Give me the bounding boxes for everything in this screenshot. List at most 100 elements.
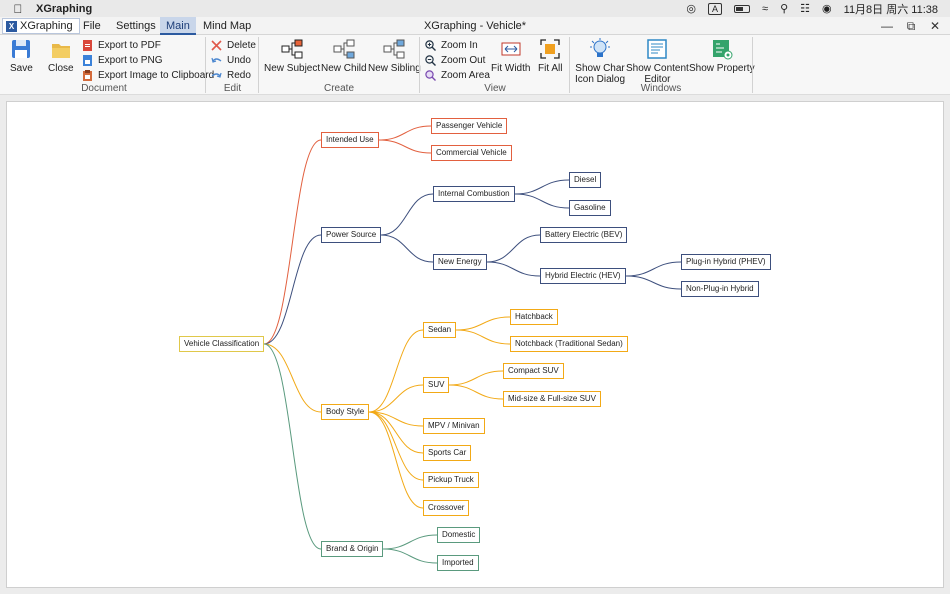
mind-node-compact-suv[interactable]: Compact SUV — [503, 363, 564, 379]
show-content-editor-button[interactable]: Show Content Editor — [626, 38, 689, 85]
connector-power-source-to-new-energy — [380, 234, 434, 263]
mind-node-passenger-vehicle[interactable]: Passenger Vehicle — [431, 118, 508, 134]
mind-node-body-style[interactable]: Body Style — [321, 404, 370, 420]
save-button[interactable]: Save — [10, 38, 33, 74]
save-label: Save — [10, 63, 33, 74]
new-child-button[interactable]: New Child — [321, 38, 367, 74]
connector-body-style-to-pickup-truck — [368, 411, 424, 481]
mind-node-new-energy[interactable]: New Energy — [433, 254, 487, 270]
airdrop-icon[interactable]: ◎ — [686, 3, 697, 15]
property-icon — [711, 38, 733, 60]
connector-body-style-to-suv — [368, 384, 424, 413]
connector-intended-use-to-commercial-vehicle — [378, 139, 432, 154]
mind-node-commercial-vehicle[interactable]: Commercial Vehicle — [431, 145, 512, 161]
mind-node-non-plug-in-hybrid[interactable]: Non-Plug-in Hybrid — [681, 281, 759, 297]
fit-width-label: Fit Width — [491, 63, 531, 74]
export-clipboard-label: Export Image to Clipboard — [98, 69, 215, 81]
delete-icon — [211, 39, 222, 51]
tab-file[interactable]: File — [83, 20, 101, 32]
show-property-label: Show Property — [689, 63, 755, 74]
new-sibling-button[interactable]: New Sibling — [368, 38, 421, 74]
show-content-label-line2: Editor — [644, 74, 671, 85]
group-label-document: Document — [81, 83, 127, 94]
new-child-label: New Child — [321, 63, 367, 74]
input-method-icon[interactable]: A — [708, 2, 723, 15]
minimize-icon[interactable]: — — [881, 19, 893, 33]
wifi-icon[interactable]: ≈ — [762, 2, 769, 15]
png-icon — [82, 54, 93, 66]
fit-all-button[interactable]: Fit All — [538, 38, 562, 74]
close-button[interactable]: Close — [48, 38, 74, 74]
mind-node-mpv-minivan[interactable]: MPV / Minivan — [423, 418, 485, 434]
connector-body-style-to-crossover — [368, 411, 424, 509]
zoom-out-button[interactable]: Zoom Out — [425, 53, 485, 67]
siri-icon[interactable]: ◉ — [822, 3, 832, 15]
delete-button[interactable]: Delete — [211, 38, 256, 52]
mind-node-crossover[interactable]: Crossover — [423, 500, 470, 516]
export-png-button[interactable]: Export to PNG — [82, 53, 162, 67]
ribbon-toolbar: Save Close Export to PDF Export to PNG E… — [0, 35, 950, 95]
mind-node-intended-use[interactable]: Intended Use — [321, 132, 379, 148]
connector-suv-to-midsize-suv — [448, 384, 504, 400]
connector-suv-to-compact-suv — [448, 370, 504, 386]
mind-node-root[interactable]: Vehicle Classification — [179, 336, 265, 352]
close-window-icon[interactable]: ✕ — [929, 19, 941, 33]
restore-icon[interactable]: ⧉ — [906, 19, 916, 33]
mind-node-notchback[interactable]: Notchback (Traditional Sedan) — [510, 336, 628, 352]
app-menu-tab[interactable]: X XGraphing — [2, 18, 80, 34]
mind-node-diesel[interactable]: Diesel — [569, 172, 602, 188]
mind-node-pickup-truck[interactable]: Pickup Truck — [423, 472, 479, 488]
ribbon-divider — [569, 37, 570, 93]
tab-settings[interactable]: Settings — [116, 20, 156, 32]
spotlight-search-icon[interactable]: ⚲ — [780, 3, 789, 15]
battery-icon[interactable] — [734, 4, 751, 13]
mind-node-sports-car[interactable]: Sports Car — [423, 445, 472, 461]
group-label-create: Create — [323, 83, 354, 94]
menubar-clock[interactable]: 11月8日 周六 11:38 — [843, 3, 938, 16]
mind-node-imported[interactable]: Imported — [437, 555, 479, 571]
connector-body-style-to-sedan — [368, 329, 424, 413]
group-label-windows: Windows — [640, 83, 682, 94]
menubar-app-name[interactable]: XGraphing — [36, 2, 93, 15]
export-pdf-button[interactable]: Export to PDF — [82, 38, 161, 52]
mind-node-domestic[interactable]: Domestic — [437, 527, 481, 543]
mind-node-hatchback[interactable]: Hatchback — [510, 309, 558, 325]
mind-node-plug-in-hybrid[interactable]: Plug-in Hybrid (PHEV) — [681, 254, 771, 270]
mind-node-sedan[interactable]: Sedan — [423, 322, 457, 338]
mind-node-brand-origin[interactable]: Brand & Origin — [321, 541, 384, 557]
close-label: Close — [48, 63, 74, 74]
mind-node-gasoline[interactable]: Gasoline — [569, 200, 611, 216]
zoom-area-label: Zoom Area — [441, 69, 490, 81]
fit-width-button[interactable]: Fit Width — [491, 38, 530, 74]
new-subject-button[interactable]: New Subject — [264, 38, 320, 74]
tab-mind-map[interactable]: Mind Map — [203, 20, 252, 32]
zoom-in-icon — [425, 39, 436, 51]
zoom-area-button[interactable]: Zoom Area — [425, 68, 490, 82]
mind-node-midsize-suv[interactable]: Mid-size & Full-size SUV — [503, 391, 602, 407]
tab-main[interactable]: Main — [160, 17, 196, 35]
export-clipboard-button[interactable]: Export Image to Clipboard — [82, 68, 214, 82]
mind-node-battery-electric[interactable]: Battery Electric (BEV) — [540, 227, 628, 243]
undo-label: Undo — [227, 54, 251, 66]
apple-menu-icon[interactable]:  — [0, 2, 36, 16]
redo-button[interactable]: Redo — [211, 68, 251, 82]
connector-hybrid-electric-to-plug-in-hybrid — [625, 261, 682, 277]
mind-node-internal-combustion[interactable]: Internal Combustion — [433, 186, 515, 202]
mind-node-hybrid-electric[interactable]: Hybrid Electric (HEV) — [540, 268, 626, 284]
connector-power-source-to-internal-combustion — [380, 193, 434, 236]
show-char-icon-dialog-button[interactable]: Show Char Icon Dialog — [575, 38, 625, 85]
redo-label: Redo — [227, 69, 251, 81]
undo-button[interactable]: Undo — [211, 53, 251, 67]
show-content-label-line1: Show Content — [626, 63, 689, 74]
menubar-status-area: ◎ A ≈ ⚲ ☷ ◉ 11月8日 周六 11:38 — [686, 0, 938, 17]
control-center-icon[interactable]: ☷ — [800, 3, 811, 15]
export-pdf-label: Export to PDF — [98, 39, 161, 51]
mind-map-connectors — [263, 125, 682, 564]
mind-node-power-source[interactable]: Power Source — [321, 227, 382, 243]
mind-node-suv[interactable]: SUV — [423, 377, 450, 393]
show-property-button[interactable]: Show Property — [689, 38, 755, 74]
app-menu-tab-label: XGraphing — [20, 20, 73, 32]
mind-map-canvas[interactable]: Vehicle Classification Intended Use Pass… — [6, 101, 944, 588]
zoom-in-button[interactable]: Zoom In — [425, 38, 478, 52]
connector-brand-origin-to-domestic — [382, 534, 438, 550]
